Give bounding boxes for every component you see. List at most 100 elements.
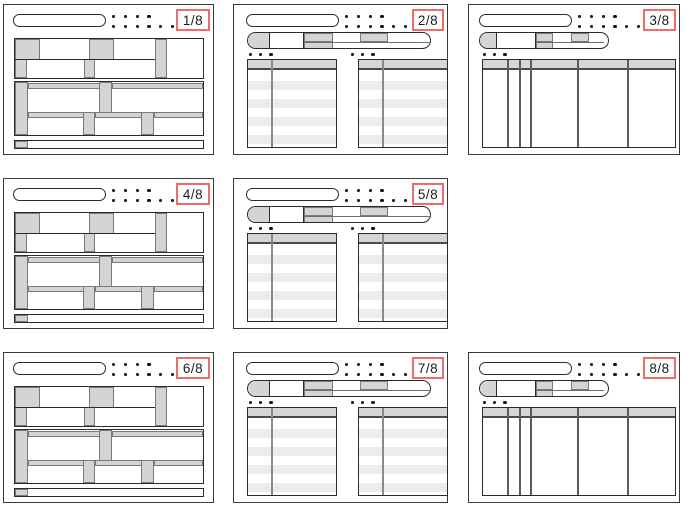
block-placeholder: [84, 407, 95, 426]
data-table-right: [358, 407, 448, 496]
strip-placeholder: [95, 112, 142, 118]
toolbar-pill: [479, 32, 609, 49]
column-divider: [271, 60, 273, 147]
page-indicator: 7/8: [412, 357, 444, 379]
toolbar-pill: [247, 380, 431, 397]
table-header: [359, 408, 447, 418]
title-pill-placeholder: [13, 188, 106, 201]
three-dots-icon: [249, 227, 273, 231]
block-placeholder: [15, 233, 27, 252]
page-indicator: 4/8: [176, 183, 210, 205]
page-thumbnail[interactable]: 1/8: [3, 4, 214, 155]
dots-grid-icon: [578, 15, 641, 35]
page-thumbnail[interactable]: 8/8: [468, 352, 680, 503]
dots-grid-icon: [345, 189, 408, 209]
title-pill-placeholder: [13, 362, 106, 375]
toolbar-segment: [480, 33, 497, 48]
column-divider: [382, 408, 384, 495]
divider-line: [535, 381, 537, 396]
data-table-left: [247, 59, 337, 148]
block-placeholder: [15, 256, 28, 309]
divider-line: [304, 41, 430, 43]
strip-placeholder: [112, 257, 203, 263]
divider-line: [15, 59, 156, 61]
toolbar-segment: [480, 381, 497, 396]
block-placeholder: [15, 315, 28, 322]
block-placeholder: [83, 112, 95, 135]
block-placeholder: [141, 112, 154, 135]
content-block-grid-bottom: [14, 255, 204, 310]
block-placeholder: [89, 387, 114, 408]
dots-row-bottom: [112, 25, 175, 29]
page-thumbnail[interactable]: 5/8: [233, 178, 448, 329]
column-divider: [519, 60, 521, 147]
block-placeholder: [99, 256, 112, 288]
block-placeholder: [155, 39, 167, 78]
dots-row-top: [345, 15, 407, 19]
strip-placeholder: [28, 257, 100, 263]
toolbar-segment: [248, 207, 270, 222]
table-header: [483, 408, 675, 418]
table-header: [248, 408, 336, 418]
column-divider: [530, 60, 532, 147]
column-divider: [627, 408, 629, 495]
block-placeholder: [84, 59, 95, 78]
title-pill-placeholder: [246, 362, 339, 375]
three-dots-icon: [351, 53, 375, 57]
page-thumbnail[interactable]: 6/8: [3, 352, 214, 503]
table-header: [359, 60, 447, 70]
title-pill-placeholder: [479, 362, 572, 375]
column-divider: [382, 234, 384, 321]
dots-row-top: [345, 189, 407, 193]
dots-row-top: [578, 15, 640, 19]
content-block-grid-top: [14, 386, 204, 427]
dots-grid-icon: [112, 189, 175, 209]
block-placeholder: [99, 82, 112, 114]
dots-row-bottom: [112, 199, 175, 203]
title-pill-placeholder: [246, 188, 339, 201]
dots-row-top: [112, 363, 174, 367]
dots-row-top: [345, 363, 407, 367]
column-divider: [507, 408, 509, 495]
dots-row-bottom: [112, 373, 175, 377]
column-divider: [519, 408, 521, 495]
three-dots-icon: [249, 401, 273, 405]
strip-placeholder: [154, 460, 203, 466]
data-table-left: [247, 233, 337, 322]
page-thumbnail[interactable]: 4/8: [3, 178, 214, 329]
dots-grid-icon: [345, 15, 408, 35]
block-placeholder: [83, 460, 95, 483]
page-indicator: 5/8: [412, 183, 444, 205]
column-divider: [530, 408, 532, 495]
block-placeholder: [155, 387, 167, 426]
table-header: [248, 234, 336, 244]
dots-row-bottom: [345, 373, 408, 377]
divider-line: [303, 33, 305, 48]
strip-placeholder: [112, 431, 203, 437]
page-thumbnail[interactable]: 3/8: [468, 4, 680, 155]
title-pill-placeholder: [479, 14, 572, 27]
three-dots-icon: [351, 401, 375, 405]
strip-placeholder: [28, 431, 100, 437]
block-placeholder: [15, 39, 40, 60]
strip-placeholder: [28, 112, 84, 118]
content-block-grid-top: [14, 38, 204, 79]
page-indicator: 6/8: [176, 357, 210, 379]
footer-bar: [14, 140, 204, 149]
divider-line: [15, 233, 156, 235]
divider-line: [536, 389, 604, 391]
three-dots-icon: [483, 401, 507, 405]
toolbar-pill: [247, 32, 431, 49]
content-block-grid-top: [14, 212, 204, 253]
page-thumbnail[interactable]: 7/8: [233, 352, 448, 503]
toolbar-segment: [248, 33, 270, 48]
dots-row-bottom: [345, 199, 408, 203]
table-body-striped: [359, 420, 447, 495]
data-table-left: [247, 407, 337, 496]
page-thumbnail[interactable]: 2/8: [233, 4, 448, 155]
column-divider: [507, 60, 509, 147]
page-indicator: 8/8: [643, 357, 676, 379]
content-block-grid-bottom: [14, 81, 204, 136]
table-header: [248, 60, 336, 70]
dots-grid-icon: [112, 15, 175, 35]
